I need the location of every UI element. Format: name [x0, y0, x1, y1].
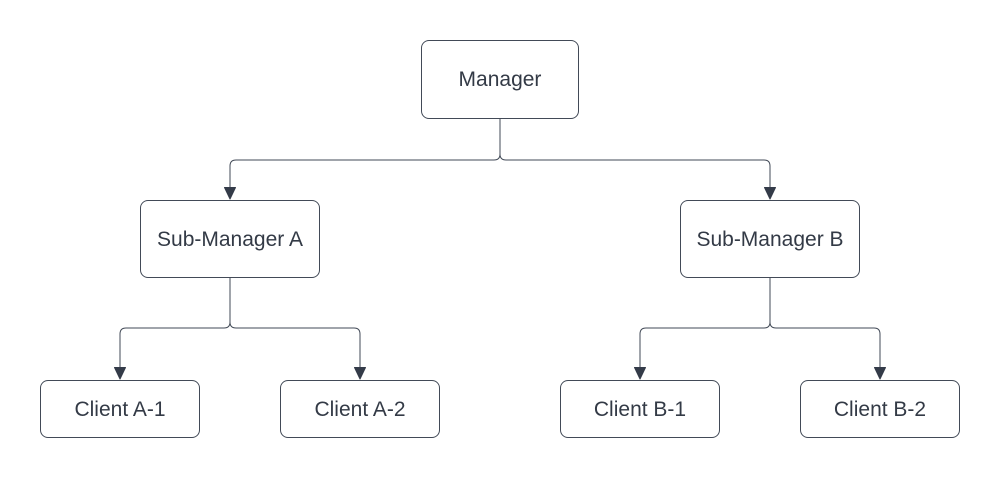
edge-line	[229, 278, 361, 368]
node-label: Client B-2	[833, 397, 927, 421]
node-label: Sub-Manager B	[696, 227, 844, 251]
edge-line	[639, 278, 771, 368]
arrowhead-icon	[224, 187, 236, 200]
arrowhead-icon	[354, 367, 366, 380]
node-manager[interactable]: Manager	[421, 40, 579, 119]
node-sub-manager-a[interactable]: Sub-Manager A	[140, 200, 320, 278]
arrowhead-icon	[114, 367, 126, 380]
node-sub-manager-b[interactable]: Sub-Manager B	[680, 200, 860, 278]
edge-manager-to-sub-manager-a[interactable]	[224, 119, 501, 200]
node-label: Client A-2	[314, 397, 406, 421]
edge-line	[499, 119, 771, 188]
node-client-a1[interactable]: Client A-1	[40, 380, 200, 438]
edge-sub-manager-b-to-client-b2[interactable]	[769, 278, 886, 380]
node-client-b2[interactable]: Client B-2	[800, 380, 960, 438]
node-label: Sub-Manager A	[157, 227, 303, 251]
arrowhead-icon	[634, 367, 646, 380]
edge-line	[229, 119, 501, 188]
edge-line	[769, 278, 881, 368]
edge-line	[119, 278, 231, 368]
node-client-a2[interactable]: Client A-2	[280, 380, 440, 438]
node-client-b1[interactable]: Client B-1	[560, 380, 720, 438]
edge-sub-manager-a-to-client-a2[interactable]	[229, 278, 366, 380]
edge-manager-to-sub-manager-b[interactable]	[499, 119, 776, 200]
arrowhead-icon	[874, 367, 886, 380]
node-label: Client B-1	[593, 397, 687, 421]
node-label: Manager	[458, 68, 542, 91]
edge-sub-manager-a-to-client-a1[interactable]	[114, 278, 231, 380]
edge-sub-manager-b-to-client-b1[interactable]	[634, 278, 771, 380]
node-label: Client A-1	[74, 397, 166, 421]
arrowhead-icon	[764, 187, 776, 200]
